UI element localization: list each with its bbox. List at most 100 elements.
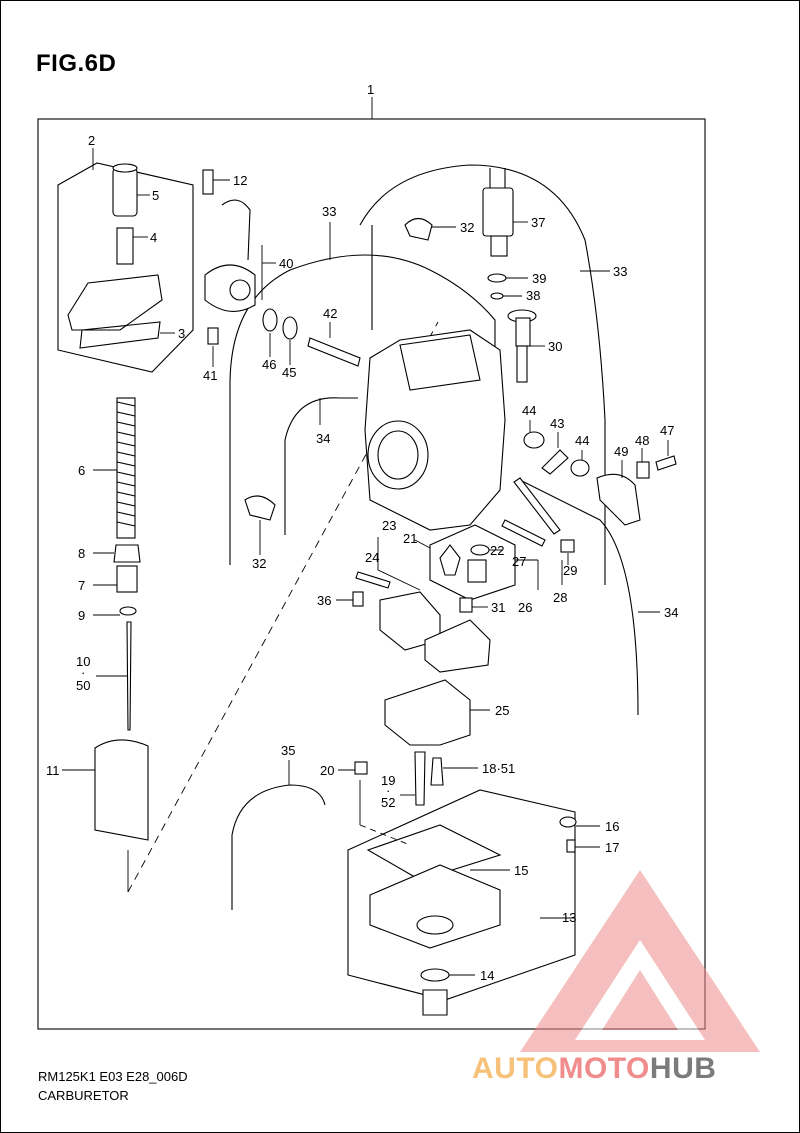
watermark-text: AUTOMOTOHUB [472,1052,716,1086]
part-18-jet [430,757,444,786]
part-11-throttle-valve [94,739,149,841]
part-25-bracket [384,679,471,746]
callout-22: 22 [490,543,504,558]
group-box-13 [347,789,576,1001]
callout-14: 14 [480,968,494,983]
callout-44-left: 44 [522,403,536,418]
callout-52: 52 [381,795,395,810]
callout-12: 12 [233,173,247,188]
callout-28: 28 [553,590,567,605]
callout-24: 24 [365,550,379,565]
part-17-screw [566,839,576,853]
callout-10: 10 [76,654,90,669]
part-40-cable-elbow [204,199,256,312]
callout-49: 49 [614,444,628,459]
callout-30: 30 [548,339,562,354]
part-12-screw [202,169,214,195]
callout-5: 5 [152,188,159,203]
callout-43: 43 [550,416,564,431]
part-33-hose-right [359,164,606,585]
part-34-hose-right [519,479,639,716]
part-36-screw [352,591,364,607]
part-14-oring [420,968,450,982]
part-20-jet [354,761,368,775]
callout-42: 42 [323,306,337,321]
callout-17: 17 [605,840,619,855]
part-44-washer-left [523,431,545,449]
callout-50: 50 [76,678,90,693]
callout-18-51: 18·51 [482,761,515,776]
callout-2: 2 [88,133,95,148]
part-49-lever [596,473,641,526]
part-31-screw [459,597,473,613]
part-33-hose-left [229,254,496,565]
part-48-bracket [636,461,650,479]
callout-35: 35 [281,743,295,758]
part-28-screw [513,477,561,535]
part-15-gasket [366,824,502,881]
callout-3: 3 [178,326,185,341]
callout-32-top: 32 [460,220,474,235]
part-47-screw [655,455,677,471]
part-16-clamp [559,816,577,828]
callout-33-left: 33 [322,204,336,219]
callout-44-right: 44 [575,433,589,448]
assembly-outline [37,118,706,1030]
carburetor-body [364,329,506,531]
watermark-hub: HUB [649,1052,717,1085]
callout-19: 19 [381,773,395,788]
callout-46: 46 [262,357,276,372]
callout-32-left: 32 [252,556,266,571]
callout-40: 40 [279,256,293,271]
callout-13: 13 [562,910,576,925]
callout-15: 15 [514,863,528,878]
callout-11: 11 [46,763,60,778]
callout-20: 20 [320,763,334,778]
watermark-logo [520,870,760,1052]
part-44-washer-right [570,459,590,477]
callout-36: 36 [317,593,331,608]
part-46-washer [262,308,278,332]
callout-27: 27 [512,554,526,569]
callout-41: 41 [203,368,217,383]
callout-29: 29 [563,563,577,578]
part-10-needle [126,621,132,731]
part-41-screw [207,327,219,345]
watermark-moto: MOTO [558,1052,650,1085]
part-21-float-valve [439,544,461,576]
callout-19-dot: · [386,783,390,798]
part-38-oring [490,292,504,300]
part-21-seat [467,559,487,583]
callout-8: 8 [78,546,85,561]
part-9-clip [119,606,137,616]
part-42-throttle-shaft [307,337,361,367]
callout-9: 9 [78,608,85,623]
group-box-21 [429,524,516,601]
drain-plug [422,989,448,1016]
part-4-spacer [116,227,134,265]
part-43-spring [541,449,569,475]
part-45-washer [282,316,298,340]
callout-31: 31 [491,600,505,615]
part-34-hose-left [284,397,358,535]
part-27-air-screw [501,519,546,547]
callout-37: 37 [531,215,545,230]
figure-title: FIG.6D [36,50,117,77]
callout-47: 47 [660,423,674,438]
part-32-clip-left [244,495,276,521]
part-35-hose [231,784,326,910]
part-37-sensor [482,168,514,257]
callout-34-left: 34 [316,431,330,446]
callout-38: 38 [526,288,540,303]
part-23-float-b [424,619,491,673]
part-39-oring [487,273,507,283]
watermark-auto: AUTO [472,1052,559,1085]
part-29-nut [560,539,575,553]
callout-25: 25 [495,703,509,718]
callout-23: 23 [382,518,396,533]
callout-33-right: 33 [613,264,627,279]
part-24-pin [355,571,391,589]
callout-6: 6 [78,463,85,478]
callout-7: 7 [78,578,85,593]
